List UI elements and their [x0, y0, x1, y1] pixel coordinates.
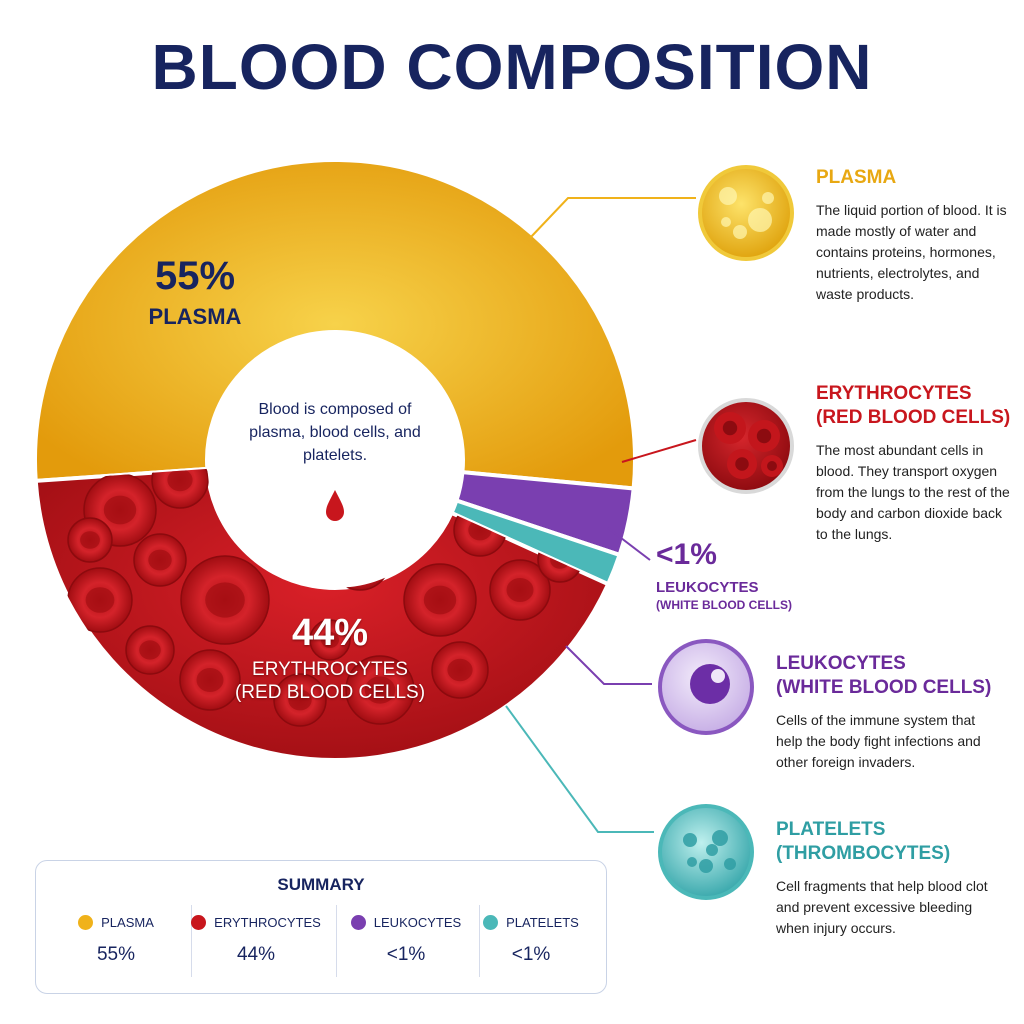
red-blood-cell-center: [390, 491, 410, 509]
platelet-fragment: [687, 857, 697, 867]
plasma-slice: [33, 158, 637, 491]
red-blood-cell-center: [321, 632, 339, 648]
red-blood-cell-center: [346, 548, 374, 572]
plasma-ring-name: PLASMA: [148, 304, 242, 329]
red-blood-cell-center: [80, 531, 100, 549]
summary-item-platelets: PLATELETS <1%: [461, 909, 601, 979]
center-description: Blood is composed of plasma, blood cells…: [249, 401, 421, 464]
leukocytes-connector-line: [565, 645, 652, 685]
leukocytes-info: LEUKOCYTES (WHITE BLOOD CELLS) Cells of …: [776, 652, 996, 773]
red-blood-cell-center: [364, 676, 396, 704]
platelet-fragment: [683, 833, 697, 847]
platelet-fragment: [706, 844, 718, 856]
rbc-center: [722, 420, 738, 436]
rbc-center: [756, 428, 772, 444]
platelets-info-subtitle: (THROMBOCYTES): [776, 843, 951, 864]
plasma-dot-icon: [78, 915, 94, 930]
summary-value: <1%: [386, 944, 426, 965]
plasma-info: PLASMA The liquid portion of blood. It i…: [816, 166, 1016, 305]
plasma-bubble: [721, 217, 731, 227]
leukocytes-percent: <1%: [656, 538, 717, 571]
blood-drop-icon: [326, 490, 344, 521]
platelets-icon: [658, 804, 754, 900]
erythrocytes-info: ERYTHROCYTES (RED BLOOD CELLS) The most …: [816, 382, 1016, 545]
rbc-center: [735, 457, 749, 471]
erythrocytes-percent: 44%: [291, 612, 369, 654]
leukocyte-nucleus: [690, 664, 730, 704]
summary-title: SUMMARY: [277, 875, 365, 894]
erythrocytes-ring-sub: (RED BLOOD CELLS): [234, 682, 426, 703]
red-blood-cell-center: [103, 495, 137, 525]
summary-divider: [191, 905, 192, 977]
red-blood-cell-icon: [275, 495, 325, 545]
leukocytes-pct-connector-line: [607, 527, 651, 561]
erythrocytes-ring-name: ERYTHROCYTES: [252, 659, 408, 680]
erythrocytes-info-text: The most abundant cells in blood. They t…: [816, 442, 1010, 542]
erythrocytes-ring-label: 44% ERYTHROCYTES (RED BLOOD CELLS): [190, 614, 470, 702]
plasma-ring-label: 55% PLASMA: [100, 256, 290, 328]
red-blood-cell-center: [148, 549, 172, 571]
summary-value: <1%: [511, 944, 551, 965]
plasma-bubble: [719, 187, 737, 205]
summary-name: PLASMA: [101, 915, 154, 930]
summary-name: LEUKOCYTES: [373, 915, 462, 930]
red-blood-cell-icon: [329, 529, 391, 591]
plasma-icon: [698, 165, 794, 261]
leukocytes-info-subtitle: (WHITE BLOOD CELLS): [776, 677, 992, 698]
page-title: BLOOD COMPOSITION: [151, 31, 873, 103]
rbc-center: [767, 461, 777, 471]
summary-name: PLATELETS: [506, 915, 579, 930]
red-blood-cell-center: [85, 587, 115, 613]
summary-value: 55%: [96, 944, 136, 965]
summary-divider: [479, 905, 480, 977]
plasma-percent: 55%: [154, 254, 236, 298]
leukocytes-dot-icon: [350, 915, 366, 930]
platelets-dot-icon: [483, 915, 499, 930]
plasma-bubble: [733, 225, 747, 239]
platelets-info-title: PLATELETS: [776, 819, 886, 840]
plasma-bubble: [748, 208, 772, 232]
platelet-fragment: [699, 859, 713, 873]
leukocyte-nucleus-gap: [711, 669, 725, 683]
plasma-info-title: PLASMA: [816, 167, 897, 188]
plasma-bubble: [762, 192, 774, 204]
leukocytes-info-title: LEUKOCYTES: [776, 653, 906, 674]
red-blood-cell-center: [289, 510, 311, 530]
leukocytes-ring-label: <1% LEUKOCYTES (WHITE BLOOD CELLS): [656, 538, 792, 612]
red-blood-cell-center: [423, 585, 457, 615]
summary-item-leukocytes: LEUKOCYTES <1%: [336, 909, 476, 979]
red-blood-cell-center: [506, 578, 534, 602]
platelets-connector-line: [505, 705, 654, 833]
summary-divider: [336, 905, 337, 977]
red-blood-cell-center: [288, 689, 312, 711]
summary-panel: SUMMARY PLASMA 55% ERYTHROCYTES 44% LEUK…: [35, 860, 607, 994]
red-blood-cell-icon: [377, 477, 423, 523]
platelets-info: PLATELETS (THROMBOCYTES) Cell fragments …: [776, 818, 996, 939]
red-blood-cell-center: [139, 640, 161, 660]
summary-item-erythrocytes: ERYTHROCYTES 44%: [186, 909, 326, 979]
red-blood-cell-center: [205, 582, 245, 618]
summary-value: 44%: [236, 944, 276, 965]
leukocytes-ring-sub: (WHITE BLOOD CELLS): [656, 598, 792, 612]
erythrocytes-dot-icon: [191, 915, 207, 930]
platelet-fragment: [724, 858, 736, 870]
platelets-info-text: Cell fragments that help blood clot and …: [776, 878, 988, 936]
summary-name: ERYTHROCYTES: [214, 915, 321, 930]
platelet-fragment: [712, 830, 728, 846]
red-blood-cell-center: [167, 468, 193, 492]
leukocytes-info-text: Cells of the immune system that help the…: [776, 712, 981, 770]
plasma-info-text: The liquid portion of blood. It is made …: [816, 202, 1007, 302]
erythrocytes-info-title: ERYTHROCYTES: [816, 383, 972, 404]
erythrocytes-info-subtitle: (RED BLOOD CELLS): [816, 407, 1011, 428]
leukocytes-ring-name: LEUKOCYTES: [656, 579, 759, 596]
erythrocytes-connector-line: [621, 439, 697, 463]
red-blood-cell-center: [447, 658, 473, 682]
summary-item-plasma: PLASMA 55%: [46, 909, 186, 979]
plasma-connector-line: [529, 197, 696, 239]
red-blood-cell-center: [196, 668, 224, 692]
